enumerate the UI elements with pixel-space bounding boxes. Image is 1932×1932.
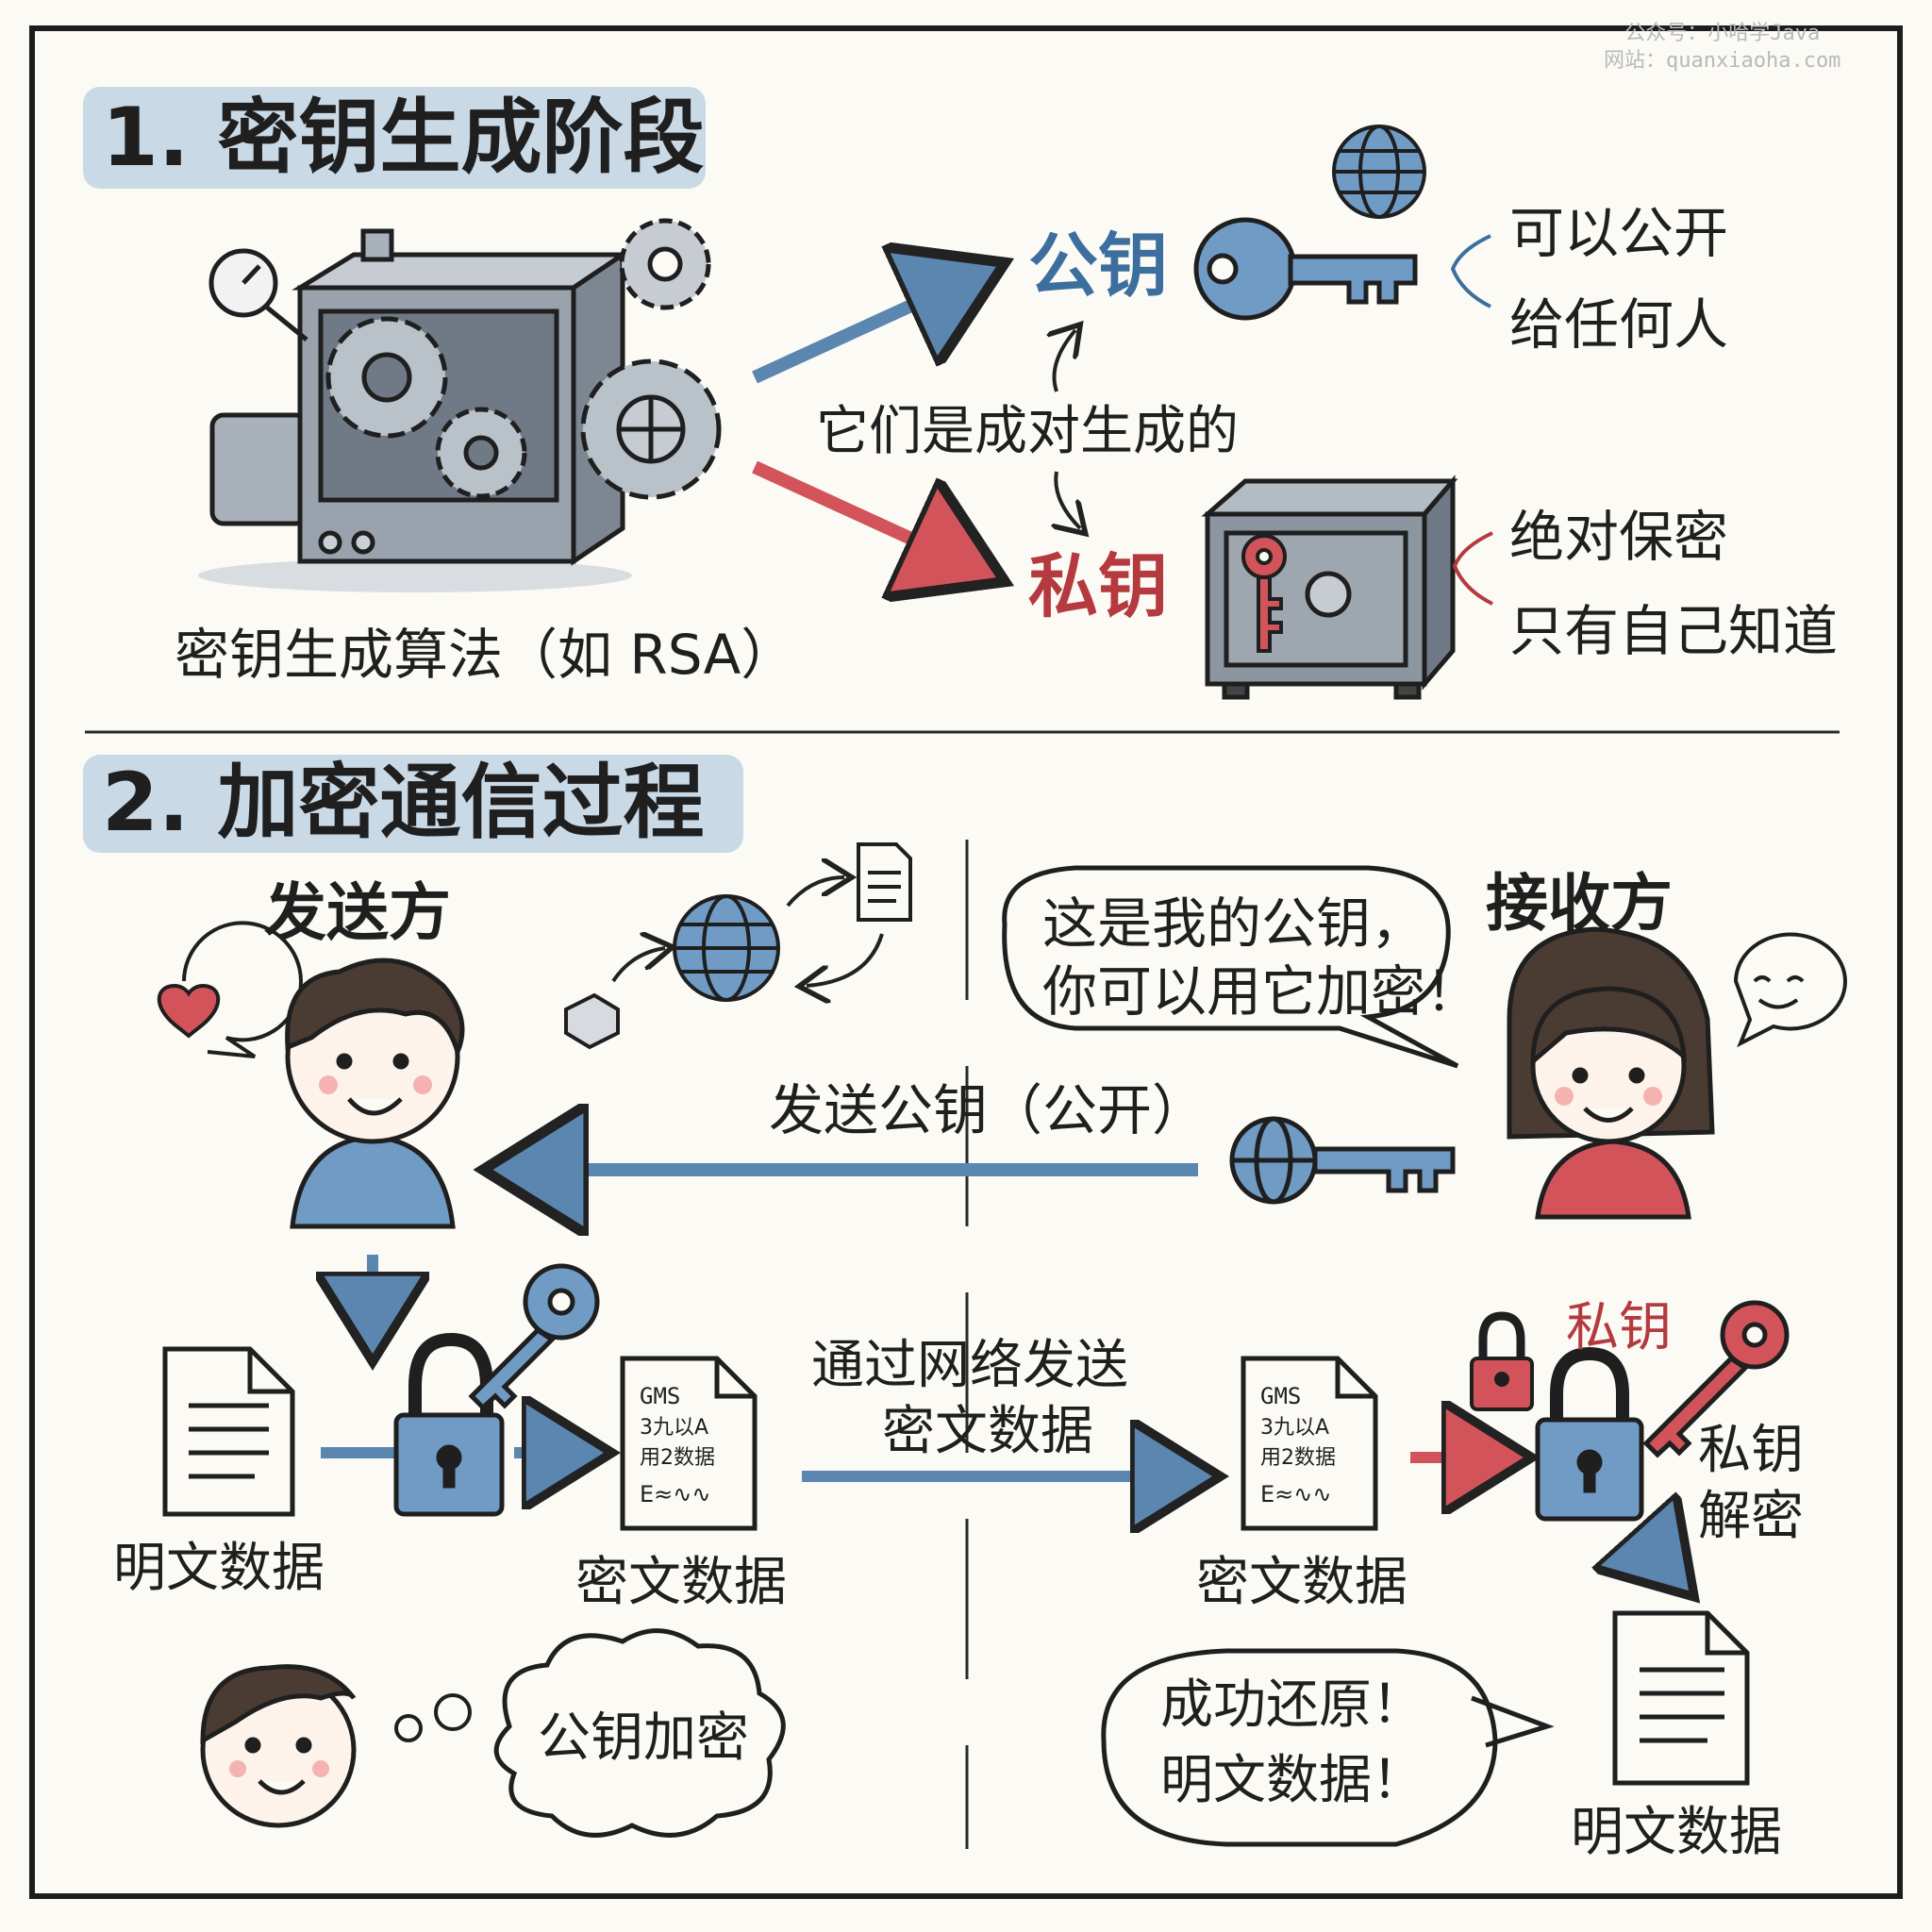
pair-note: 它们是成对生成的 <box>816 401 1239 462</box>
section1-title: 1. 密钥生成阶段 <box>102 91 705 185</box>
thought-cloud <box>493 1628 786 1838</box>
network-label-line2: 密文数据 <box>882 1401 1093 1462</box>
success-line1: 成功还原！ <box>1160 1674 1424 1736</box>
small-red-lock-icon <box>1470 1311 1534 1411</box>
private-key-note-line2: 只有自己知道 <box>1509 599 1839 663</box>
watermark: 公众号：小哈学Java 网站：quanxiaoha.com <box>1604 21 1840 75</box>
restored-plaintext-label: 明文数据 <box>1571 1802 1782 1863</box>
arrow-to-private-key <box>752 460 981 571</box>
receiver-speech-bubble <box>1002 865 1459 1069</box>
safe-icon <box>1201 475 1458 700</box>
private-decrypt-line1: 私钥 <box>1698 1420 1804 1481</box>
received-scribble-line1: GMS <box>1260 1383 1301 1409</box>
private-key-top-label: 私钥 <box>1566 1297 1672 1358</box>
title1-highlight <box>83 87 706 189</box>
cipher-scribble-line4: E≈∿∿ <box>640 1481 711 1507</box>
small-package-icon <box>564 992 620 1050</box>
encrypt-lock-icon <box>393 1332 505 1517</box>
receiver-label: 接收方 <box>1486 867 1673 940</box>
public-key-note-line2: 给任何人 <box>1509 292 1729 357</box>
private-key-label: 私钥 <box>1028 546 1168 627</box>
watermark-line2: 网站：quanxiaoha.com <box>1604 48 1841 73</box>
plaintext-label: 明文数据 <box>113 1538 325 1599</box>
small-document-icon <box>857 842 912 922</box>
section2-title: 2. 加密通信过程 <box>102 756 705 850</box>
receiver-speech-line2: 你可以用它加密！ <box>1042 959 1481 1024</box>
thinking-sender-avatar <box>200 1664 357 1828</box>
doc-back-arrow <box>807 933 884 986</box>
received-scribble-line4: E≈∿∿ <box>1260 1481 1332 1507</box>
watermark-line1: 公众号：小哈学Java <box>1624 22 1821 45</box>
private-decrypt-line2: 解密 <box>1698 1486 1804 1547</box>
arrow-to-public-key <box>752 274 981 384</box>
public-key-note-line1: 可以公开 <box>1509 201 1729 265</box>
public-key-icon <box>1193 217 1418 321</box>
received-scribble-line2: 3九以A <box>1260 1416 1329 1440</box>
package-to-globe-arrow <box>611 948 665 983</box>
sender-avatar <box>285 958 465 1229</box>
encrypt-public-key-icon <box>468 1263 600 1411</box>
globe-to-doc-arrow <box>786 877 844 908</box>
decrypt-lock-icon <box>1535 1346 1644 1522</box>
receiver-speech-line1: 这是我的公钥， <box>1042 891 1426 956</box>
cipher-scribble-line2: 3九以A <box>640 1416 708 1440</box>
pair-arrow-up <box>1055 330 1076 392</box>
thought-text: 公钥加密 <box>538 1707 749 1769</box>
cipher-scribble-line1: GMS <box>640 1383 680 1409</box>
smile-speech-bubble-icon <box>1733 932 1847 1048</box>
heart-speech-bubble-icon <box>157 921 303 1058</box>
key-generator-machine-icon <box>198 218 722 592</box>
received-scribble-line3: 用2数据 <box>1260 1446 1336 1470</box>
public-note-brace <box>1450 234 1491 308</box>
private-key-in-safe-icon <box>1241 534 1287 653</box>
plaintext-document-icon <box>162 1346 295 1517</box>
title2-highlight <box>83 755 743 853</box>
network-label-line1: 通过网络发送 <box>811 1335 1128 1396</box>
public-key-label: 公钥 <box>1028 225 1168 307</box>
sender-label: 发送方 <box>264 876 451 949</box>
outer-frame <box>29 25 1903 1899</box>
success-line2: 明文数据！ <box>1160 1750 1424 1811</box>
cipher-scribble-line3: 用2数据 <box>640 1446 715 1470</box>
pair-arrow-down <box>1056 471 1080 528</box>
decrypt-to-plain-arrow <box>1637 1533 1679 1580</box>
received-ciphertext-label: 密文数据 <box>1196 1552 1407 1613</box>
restored-plaintext-document-icon <box>1612 1610 1750 1786</box>
success-speech-bubble <box>1101 1648 1555 1847</box>
network-globe-icon <box>673 894 780 1002</box>
receiver-avatar <box>1507 926 1715 1220</box>
send-public-key-label: 发送公钥（公开） <box>769 1078 1208 1142</box>
ciphertext-document-icon <box>620 1356 758 1531</box>
globe-icon <box>1332 125 1426 219</box>
ciphertext-label: 密文数据 <box>575 1552 787 1613</box>
private-key-note-line1: 绝对保密 <box>1509 505 1729 569</box>
receiver-public-key-icon <box>1229 1116 1456 1205</box>
generator-label: 密钥生成算法（如 RSA） <box>175 623 796 687</box>
decrypt-private-key-icon <box>1642 1300 1790 1458</box>
received-ciphertext-document-icon <box>1241 1356 1378 1531</box>
private-note-brace <box>1452 531 1493 606</box>
thought-dot-large <box>434 1693 472 1731</box>
thought-dot-small <box>394 1714 423 1742</box>
